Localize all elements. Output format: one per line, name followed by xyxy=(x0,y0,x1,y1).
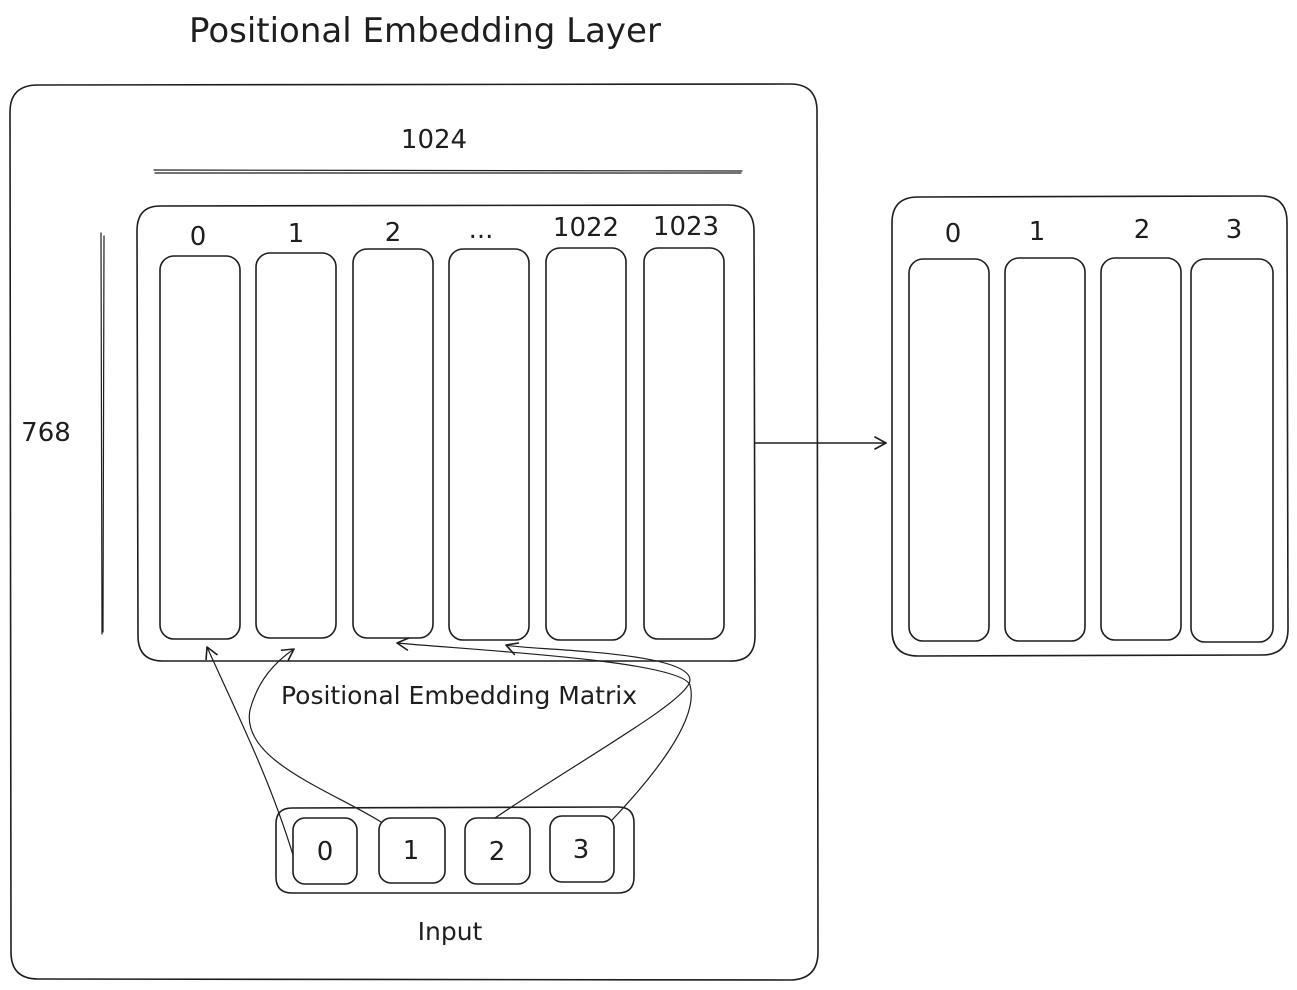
input-tokens xyxy=(292,815,615,885)
height-dimension xyxy=(100,232,105,635)
output-columns xyxy=(908,257,1274,643)
input-token-1 xyxy=(378,817,446,884)
width-dimension xyxy=(153,169,743,174)
width-label: 1024 xyxy=(401,125,467,155)
output-column-3 xyxy=(1190,258,1274,643)
input-container xyxy=(275,806,635,894)
input-token-2 xyxy=(464,817,531,885)
matrix-column-ellipsis xyxy=(448,248,530,641)
matrix-column-label: 1 xyxy=(288,219,305,249)
output-column-label: 0 xyxy=(945,219,962,249)
input-caption: Input xyxy=(418,917,483,946)
output-column-label: 1 xyxy=(1029,217,1046,247)
matrix-column-0 xyxy=(159,255,241,640)
embedding-matrix xyxy=(136,204,756,662)
matrix-column-2 xyxy=(352,248,434,639)
output-column-2 xyxy=(1100,257,1182,641)
output-column-label: 2 xyxy=(1134,215,1151,245)
lookup-arrows xyxy=(205,637,692,856)
matrix-column-label: 2 xyxy=(385,218,402,248)
lookup-arrow-0 xyxy=(205,646,294,856)
output-column-1 xyxy=(1004,257,1086,642)
input-token-3 xyxy=(549,815,615,883)
matrix-column-label: 1023 xyxy=(653,212,719,242)
output-column-0 xyxy=(908,258,990,642)
lookup-arrow-3 xyxy=(396,637,692,821)
matrix-columns xyxy=(159,247,725,641)
matrix-column-1023 xyxy=(643,247,725,640)
lookup-arrow-2 xyxy=(494,642,691,819)
input-token-label: 2 xyxy=(489,837,506,867)
matrix-column-label: 1022 xyxy=(553,213,619,243)
lookup-arrow-1 xyxy=(248,648,382,823)
matrix-column-label: 0 xyxy=(190,222,207,252)
input-token-0 xyxy=(292,817,358,885)
input-token-label: 1 xyxy=(403,836,420,866)
height-label: 768 xyxy=(21,418,71,448)
output-matrix xyxy=(891,195,1289,657)
matrix-caption: Positional Embedding Matrix xyxy=(281,681,637,710)
layer-frame xyxy=(9,83,819,981)
input-token-label: 3 xyxy=(573,835,590,865)
matrix-column-1 xyxy=(255,252,337,639)
output-column-label: 3 xyxy=(1226,215,1243,245)
input-token-label: 0 xyxy=(317,837,334,867)
diagram-title: Positional Embedding Layer xyxy=(189,11,661,51)
matrix-column-label: ... xyxy=(469,215,494,245)
matrix-column-1022 xyxy=(545,247,627,641)
